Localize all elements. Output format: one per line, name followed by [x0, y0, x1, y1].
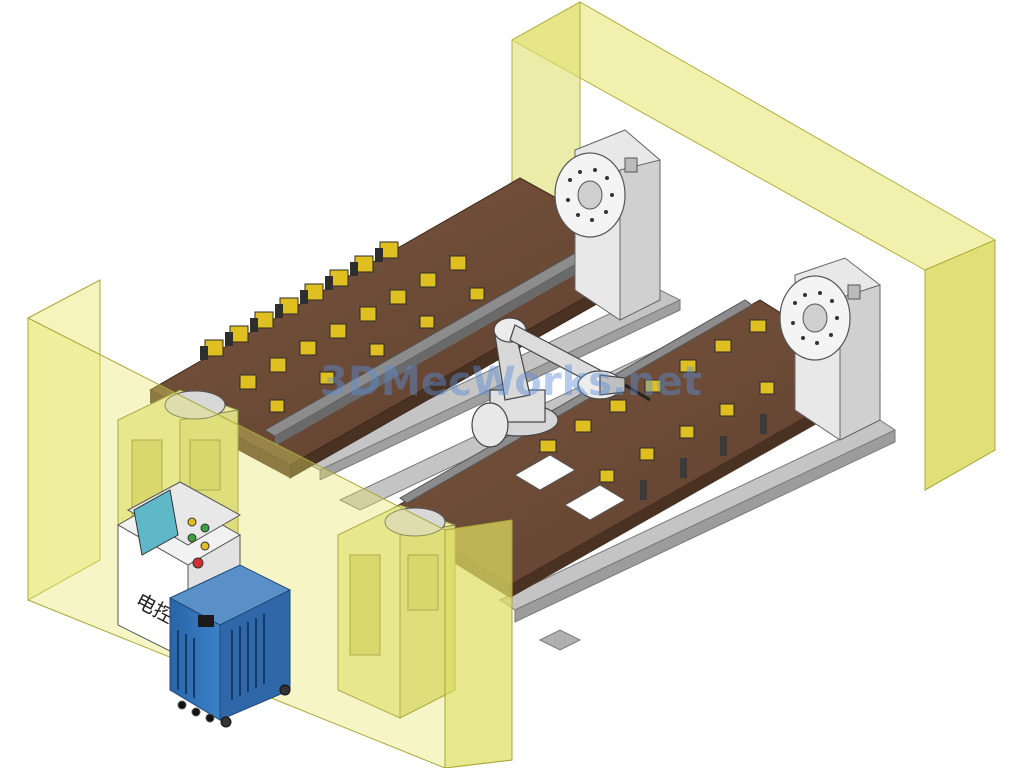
left-clamp-array — [204, 241, 485, 413]
watermark-text: 3DMecWorks.net — [320, 359, 702, 405]
welding-robot-arm — [471, 317, 651, 448]
left-headstock-positioner — [554, 129, 661, 321]
welding-power-source — [168, 564, 292, 728]
power-display — [198, 615, 214, 627]
indicator-lamp-yellow-icon — [187, 517, 197, 527]
right-fixture-bed — [389, 299, 881, 598]
stop-button-red-icon[interactable] — [192, 557, 204, 569]
indicator-lamp-green-icon — [187, 533, 197, 543]
hmi-touch-screen[interactable] — [133, 489, 179, 556]
start-button-green-icon[interactable] — [200, 523, 210, 533]
front-guard-panel — [27, 279, 513, 768]
left-clamp-dark-blocks — [200, 248, 383, 360]
left-fixture-bed — [148, 177, 662, 479]
caster-wheel-icon — [220, 716, 232, 728]
indicator-lamp-yellow-2-icon — [200, 541, 210, 551]
back-guard-panel — [510, 1, 996, 491]
right-headstock-positioner — [779, 257, 881, 441]
